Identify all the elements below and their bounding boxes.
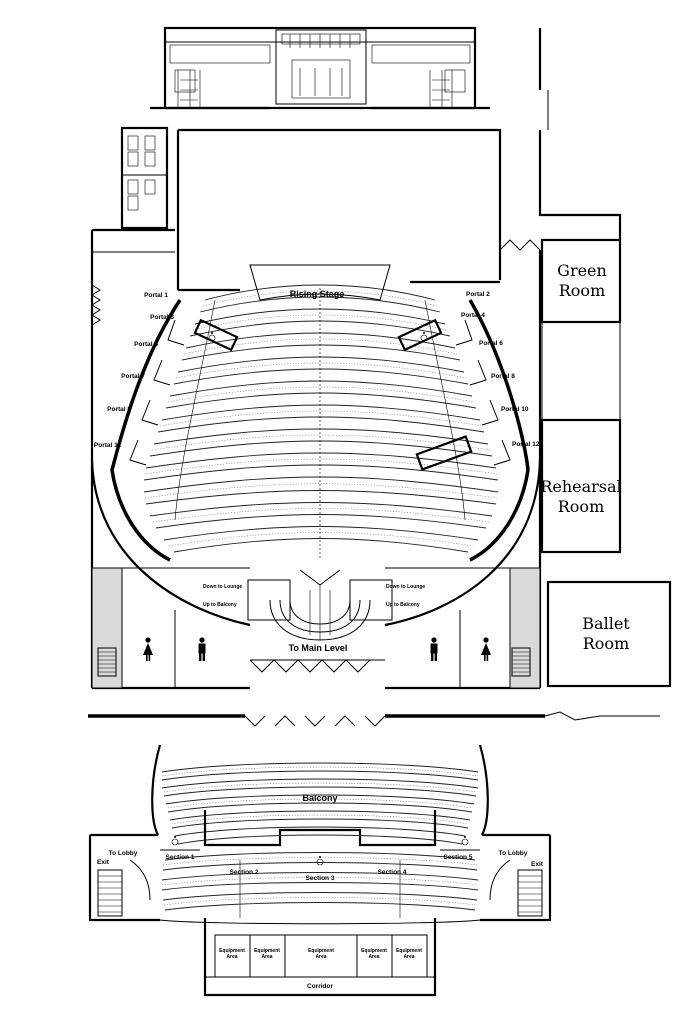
portal-2-label: Portal 2 (466, 291, 490, 298)
up-to-balcony-left-label: Up to Balcony (203, 602, 237, 608)
corridor-label: Corridor (307, 983, 333, 990)
equipment-area-1-line1: Equipment (219, 948, 245, 954)
portal-8-label: Portal 8 (491, 373, 515, 380)
equipment-area-2-line2: Area (261, 954, 272, 960)
to-lobby-left-label: To Lobby (109, 850, 138, 857)
wheelchair-icon (316, 856, 324, 866)
portal-9-label: Portal 9 (107, 406, 131, 413)
rehearsal-room-label-line1: Rehearsal (540, 477, 621, 496)
green-room: Green Room (540, 238, 622, 324)
down-to-lounge-left-label: Down to Lounge (203, 584, 242, 590)
rising-stage-label: Rising Stage (290, 289, 345, 299)
wheelchair-icon (208, 332, 216, 342)
backstage-block (150, 26, 490, 110)
stairs-icon (97, 647, 117, 677)
exit-right-label: Exit (531, 861, 544, 868)
to-main-level-label: To Main Level (289, 643, 348, 653)
restroom-women-icon (143, 637, 153, 661)
rehearsal-room-label-line2: Room (558, 497, 604, 516)
equipment-area-5-line2: Area (403, 954, 414, 960)
portal-4-label: Portal 4 (461, 312, 485, 319)
up-to-balcony-right-label: Up to Balcony (386, 602, 420, 608)
equipment-area-4-line2: Area (368, 954, 379, 960)
ballet-room-label-line1: Ballet (582, 614, 630, 633)
section-4-label: Section 4 (378, 869, 407, 876)
ballet-room: Ballet Room (546, 580, 672, 688)
restroom-women-icon (481, 637, 491, 661)
level-divider (88, 711, 660, 727)
down-to-lounge-right-label: Down to Lounge (386, 584, 425, 590)
balcony-level (88, 744, 552, 997)
section-1-label: Section 1 (166, 854, 195, 861)
stage-house (176, 128, 502, 292)
portal-7-label: Portal 7 (121, 373, 145, 380)
rehearsal-room: Rehearsal Room (540, 322, 622, 554)
portal-11-label: Portal 11 (94, 442, 121, 449)
right-upper-walls (499, 28, 622, 251)
exit-left-label: Exit (97, 859, 110, 866)
portal-5-label: Portal 5 (134, 341, 158, 348)
section-5-label: Section 5 (444, 854, 473, 861)
portal-6-label: Portal 6 (479, 340, 503, 347)
green-room-label-line2: Room (559, 281, 605, 300)
wheelchair-icon (171, 836, 179, 846)
equipment-area-1-line2: Area (226, 954, 237, 960)
stairs-icon (511, 647, 531, 677)
main-seating (90, 264, 542, 641)
section-2-label: Section 2 (230, 869, 259, 876)
section-3-label: Section 3 (306, 875, 335, 882)
to-lobby-right-label: To Lobby (499, 850, 528, 857)
equipment-area-5-line1: Equipment (396, 948, 422, 954)
green-room-label-line1: Green (557, 261, 607, 280)
portal-1-label: Portal 1 (144, 292, 168, 299)
wheelchair-icon (461, 836, 469, 846)
restroom-men-icon (198, 637, 206, 661)
wheelchair-icon (420, 332, 428, 342)
equipment-area-4-line1: Equipment (361, 948, 387, 954)
portal-10-label: Portal 10 (501, 406, 529, 413)
portal-3-label: Portal 3 (150, 314, 174, 321)
equipment-area-2-line1: Equipment (254, 948, 280, 954)
left-service-rooms (120, 126, 169, 230)
equipment-area-3-line2: Area (315, 954, 326, 960)
portal-12-label: Portal 12 (512, 441, 540, 448)
balcony-label: Balcony (302, 793, 337, 803)
restroom-men-icon (430, 637, 438, 661)
equipment-area-3-line1: Equipment (308, 948, 334, 954)
equipment-area-labels: Equipment Area Equipment Area Equipment … (219, 948, 422, 960)
ballet-room-label-line2: Room (583, 634, 629, 653)
